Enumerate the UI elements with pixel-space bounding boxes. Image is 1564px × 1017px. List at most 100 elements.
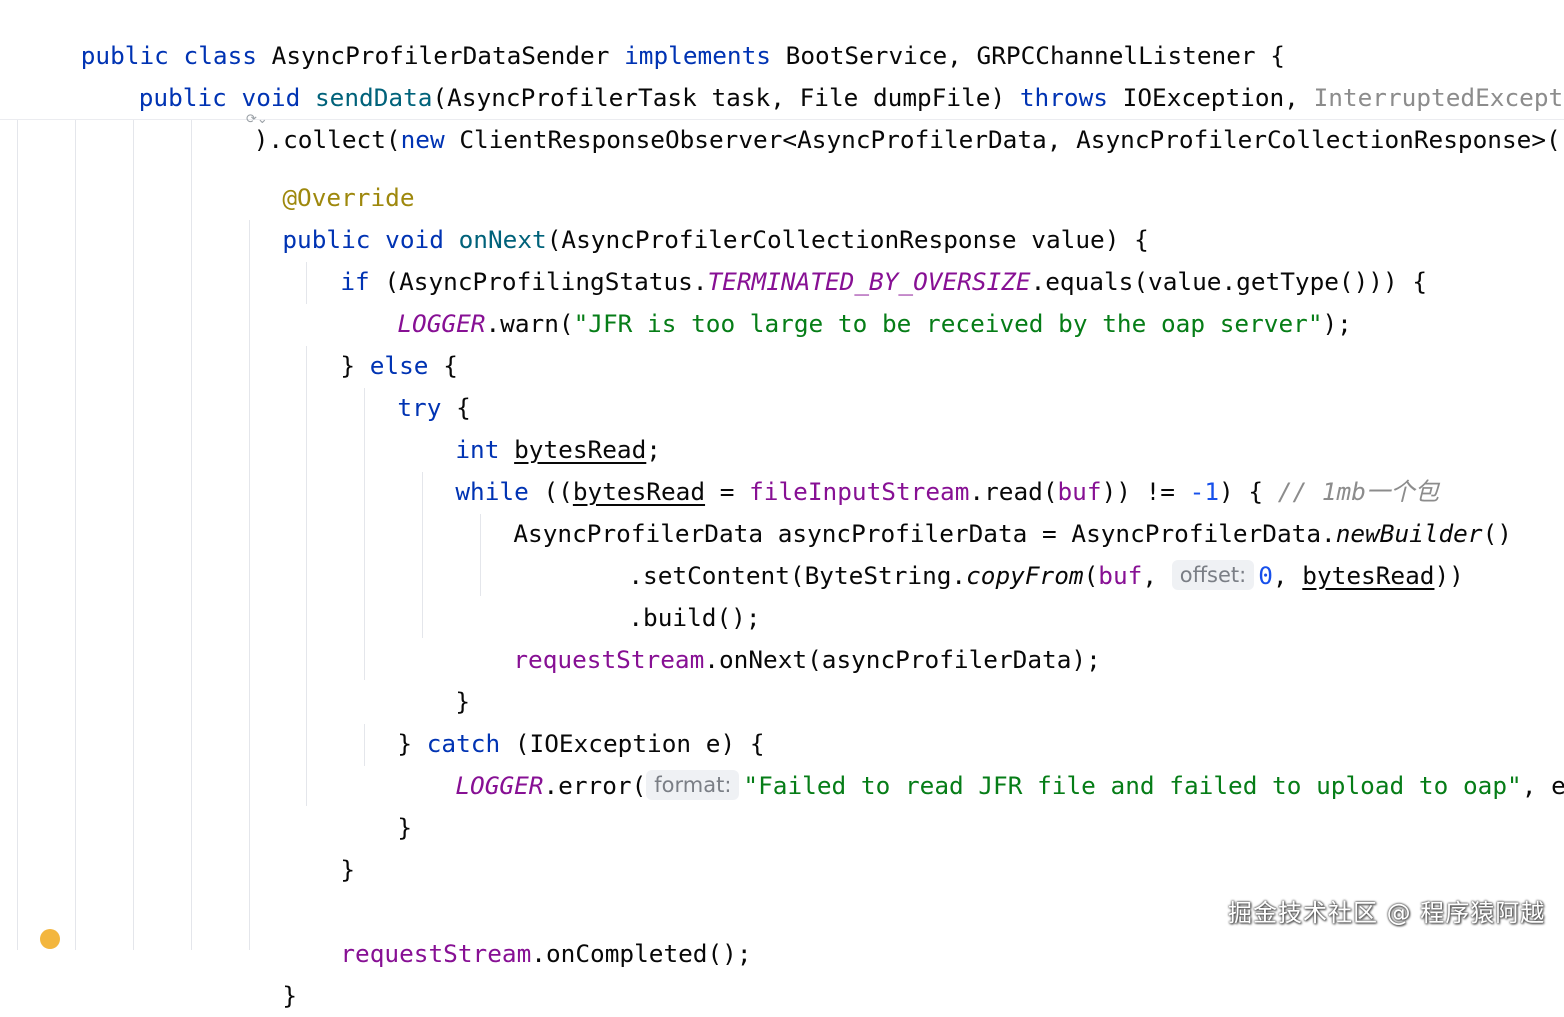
code-token: , xyxy=(1272,561,1303,590)
code-token: .read( xyxy=(969,477,1058,506)
code-line[interactable]: requestStream.onCompleted(); xyxy=(311,891,751,968)
code-line[interactable]: int bytesRead; xyxy=(426,387,661,464)
code-token: .setContent(ByteString. xyxy=(628,561,967,590)
code-token: { xyxy=(456,393,471,422)
parameter-hint-format: format: xyxy=(646,770,740,800)
indent-guide xyxy=(133,119,134,950)
code-token: throws xyxy=(1019,83,1108,112)
code-token: requestStream xyxy=(340,939,532,968)
code-token: () xyxy=(1482,519,1512,548)
code-token: TERMINATED_BY_OVERSIZE xyxy=(707,267,1031,296)
code-token: public xyxy=(282,225,371,254)
code-line[interactable]: @Override xyxy=(253,135,414,212)
code-token: .onCompleted(); xyxy=(531,939,752,968)
code-token: } xyxy=(282,981,298,1010)
code-token: ); xyxy=(1322,309,1352,338)
code-token: sendData xyxy=(314,83,433,112)
code-token: class xyxy=(183,41,257,70)
code-token: void xyxy=(385,225,444,254)
code-line[interactable]: .setContent(ByteString.copyFrom(buf, off… xyxy=(599,513,1464,590)
sticky-lines-header: public class AsyncProfilerDataSender imp… xyxy=(0,0,1564,154)
code-token: } xyxy=(397,729,413,758)
indent-guide xyxy=(191,119,192,950)
code-token: (AsyncProfilingStatus. xyxy=(384,267,708,296)
code-line[interactable]: } xyxy=(426,639,470,716)
code-token: = xyxy=(705,477,750,506)
code-token: ( xyxy=(1083,561,1099,590)
code-token: try xyxy=(397,393,442,422)
code-token: else xyxy=(369,351,429,380)
code-token: "Failed to read JFR file and failed to u… xyxy=(743,771,1522,800)
code-token: .build(); xyxy=(628,603,761,632)
code-token: public xyxy=(80,41,169,70)
code-line[interactable]: try { xyxy=(368,345,470,422)
code-line[interactable]: LOGGER.error(format:"Failed to read JFR … xyxy=(426,723,1564,800)
code-token: } xyxy=(340,351,356,380)
code-token: ) { xyxy=(1219,477,1264,506)
code-token: AsyncProfilerDataSender xyxy=(271,41,610,70)
indent-guide xyxy=(364,724,365,766)
code-token: (AsyncProfilerTask task, File dumpFile) xyxy=(432,83,1006,112)
implementation-gutter-icon[interactable]: ⟳⌄ xyxy=(246,112,268,127)
code-token: LOGGER xyxy=(455,771,544,800)
lightbulb-icon[interactable] xyxy=(40,929,60,949)
indent-guide xyxy=(306,262,307,304)
code-token: InterruptedException xyxy=(1313,83,1564,112)
code-token: )) != xyxy=(1101,477,1190,506)
code-token: @Override xyxy=(282,183,415,212)
code-token: ; xyxy=(646,435,661,464)
indent-guide xyxy=(249,220,250,950)
code-token: void xyxy=(241,83,301,112)
code-line[interactable]: AsyncProfilerData asyncProfilerData = As… xyxy=(484,471,1512,548)
indent-guide xyxy=(306,346,307,806)
code-token: .error( xyxy=(543,771,647,800)
code-line[interactable]: while ((bytesRead = fileInputStream.read… xyxy=(426,429,1439,506)
code-line[interactable]: public void onNext(AsyncProfilerCollecti… xyxy=(253,177,1148,254)
code-line[interactable]: } else { xyxy=(311,303,458,380)
code-token: )) xyxy=(1434,561,1464,590)
code-token: AsyncProfilerData asyncProfilerData = As… xyxy=(513,519,1336,548)
code-token: .onNext(asyncProfilerData); xyxy=(704,645,1101,674)
code-token: catch xyxy=(426,729,501,758)
code-line[interactable]: } xyxy=(311,807,355,884)
code-line[interactable]: .build(); xyxy=(599,555,760,632)
code-token: new xyxy=(400,125,445,154)
code-token: ClientResponseObserver<AsyncProfilerData… xyxy=(459,125,1564,154)
code-token: public xyxy=(138,83,227,112)
code-token: (AsyncProfilerCollectionResponse value) … xyxy=(546,225,1149,254)
code-token: bytesRead xyxy=(572,477,706,506)
code-token: buf xyxy=(1057,477,1102,506)
code-token: if xyxy=(340,267,370,296)
code-token: "JFR is too large to be received by the … xyxy=(573,309,1323,338)
code-token: } xyxy=(397,813,413,842)
code-line[interactable]: } xyxy=(253,933,297,1010)
parameter-hint-offset: offset: xyxy=(1171,560,1255,590)
code-token: -1 xyxy=(1189,477,1220,506)
code-line[interactable]: public class AsyncProfilerDataSender imp… xyxy=(22,0,1285,70)
indent-guide xyxy=(480,514,481,596)
code-token: , xyxy=(1142,561,1172,590)
code-token: bytesRead xyxy=(514,435,647,464)
code-line[interactable]: public void sendData(AsyncProfilerTask t… xyxy=(80,35,1564,112)
code-token: BootService, GRPCChannelListener { xyxy=(785,41,1285,70)
code-token: implements xyxy=(624,41,771,70)
code-line[interactable]: requestStream.onNext(asyncProfilerData); xyxy=(484,597,1100,674)
indent-guide xyxy=(422,472,423,638)
code-token: bytesRead xyxy=(1302,561,1435,590)
code-token: (IOException e) { xyxy=(514,729,765,758)
code-token: ).collect( xyxy=(253,125,401,154)
code-token: , e); xyxy=(1521,771,1564,800)
watermark: 掘金技术社区 @ 程序猿阿越 xyxy=(1228,899,1546,927)
code-line[interactable]: if (AsyncProfilingStatus.TERMINATED_BY_O… xyxy=(311,219,1427,296)
code-token: .equals(value.getType())) { xyxy=(1030,267,1428,296)
indent-guide xyxy=(364,388,365,680)
code-token: int xyxy=(455,435,500,464)
code-token: LOGGER xyxy=(397,309,486,338)
code-token: IOException, xyxy=(1122,83,1299,112)
code-line[interactable]: } xyxy=(368,765,412,842)
code-line[interactable]: LOGGER.warn("JFR is too large to be rece… xyxy=(368,261,1352,338)
code-line[interactable]: ).collect(new ClientResponseObserver<Asy… xyxy=(195,77,1564,154)
code-line[interactable]: } catch (IOException e) { xyxy=(368,681,764,758)
code-token: 0 xyxy=(1258,561,1273,590)
indent-guide xyxy=(17,119,18,950)
